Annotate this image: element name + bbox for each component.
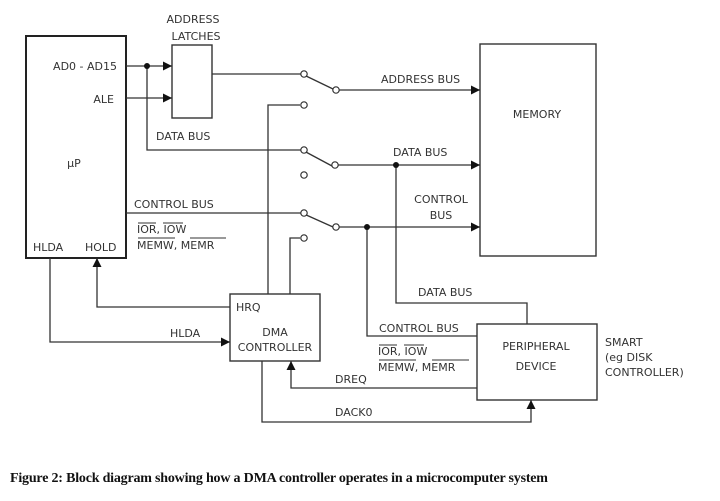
address-switch-contact-cpu [300, 70, 308, 78]
peripheral-label-2: DEVICE [516, 360, 557, 373]
dreq-wire [286, 361, 477, 389]
dma-controller-block [229, 293, 321, 362]
figure-caption: Figure 2: Block diagram showing how a DM… [10, 471, 548, 486]
control-switch-contact-out [332, 223, 340, 231]
periph-data-bus-wire [395, 165, 528, 324]
hrq-wire [92, 258, 230, 308]
mem-data-bus-label: DATA BUS [393, 146, 447, 159]
dack-signal-label: DACK0 [335, 406, 373, 419]
hlda-wire [49, 258, 230, 347]
cpu-control-bus-label: CONTROL BUS [134, 198, 214, 211]
dma-block-diagram: ADDRESS LATCHES AD0 - AD15 ALE μP HLDA H… [25, 13, 684, 423]
address-latches-block [171, 44, 213, 119]
data-switch-contact-cpu [300, 146, 308, 154]
periph-data-bus-label: DATA BUS [418, 286, 472, 299]
address-switch-contact-dma [300, 101, 308, 109]
control-switch-contact-cpu [300, 209, 308, 217]
cpu-ctrl-signals-2: MEMW, MEMR [137, 239, 215, 252]
pin-hold-label: HOLD [85, 241, 117, 254]
dma-label-2: CONTROLLER [238, 341, 313, 354]
smart-note-2: (eg DISK [605, 351, 653, 364]
dack-wire [261, 361, 536, 423]
cpu-ctrl-signals-1: IOR, IOW [137, 223, 186, 236]
microprocessor-block [25, 35, 127, 259]
peripheral-label-1: PERIPHERAL [502, 340, 570, 353]
smart-note-1: SMART [605, 336, 643, 349]
address-switch-blade [303, 74, 334, 90]
control-junction-dot [364, 224, 370, 230]
pin-ad-label: AD0 - AD15 [53, 60, 117, 73]
microprocessor-label: μP [67, 157, 81, 170]
peripheral-device-block [476, 323, 598, 401]
ad-junction-dot [144, 63, 150, 69]
data-junction-dot [393, 162, 399, 168]
data-switch-blade [303, 150, 333, 167]
dreq-signal-label: DREQ [335, 373, 367, 386]
periph-ctrl-signals-2: MEMW, MEMR [378, 361, 456, 374]
smart-note-3: CONTROLLER) [605, 366, 684, 379]
hrq-pin-label: HRQ [236, 301, 261, 314]
address-switch-contact-out [332, 86, 340, 94]
periph-ctrl-signals-1: IOR, IOW [378, 345, 427, 358]
address-latches-label-1: ADDRESS [166, 13, 219, 26]
control-switch-blade [303, 213, 334, 228]
cpu-data-bus-label: DATA BUS [156, 130, 210, 143]
dma-address-wire [267, 104, 300, 294]
pin-hlda-label: HLDA [33, 241, 64, 254]
pin-ale-label: ALE [93, 93, 114, 106]
address-latches-label-2: LATCHES [171, 30, 220, 43]
dma-control-wire [289, 237, 300, 294]
periph-control-bus-label: CONTROL BUS [379, 322, 459, 335]
cpu-data-bus-wire [146, 66, 302, 151]
memory-label: MEMORY [513, 108, 562, 121]
periph-control-bus-wire [366, 227, 477, 337]
address-bus-label: ADDRESS BUS [381, 73, 460, 86]
mem-control-bus-label-2: BUS [430, 209, 453, 222]
mem-control-bus-label-1: CONTROL [414, 193, 469, 206]
data-switch-contact-spare [300, 171, 308, 179]
data-switch-contact-out [331, 161, 339, 169]
hlda-signal-label: HLDA [170, 327, 201, 340]
memory-block [479, 43, 597, 257]
control-switch-contact-dma [300, 234, 308, 242]
dma-label-1: DMA [262, 326, 288, 339]
